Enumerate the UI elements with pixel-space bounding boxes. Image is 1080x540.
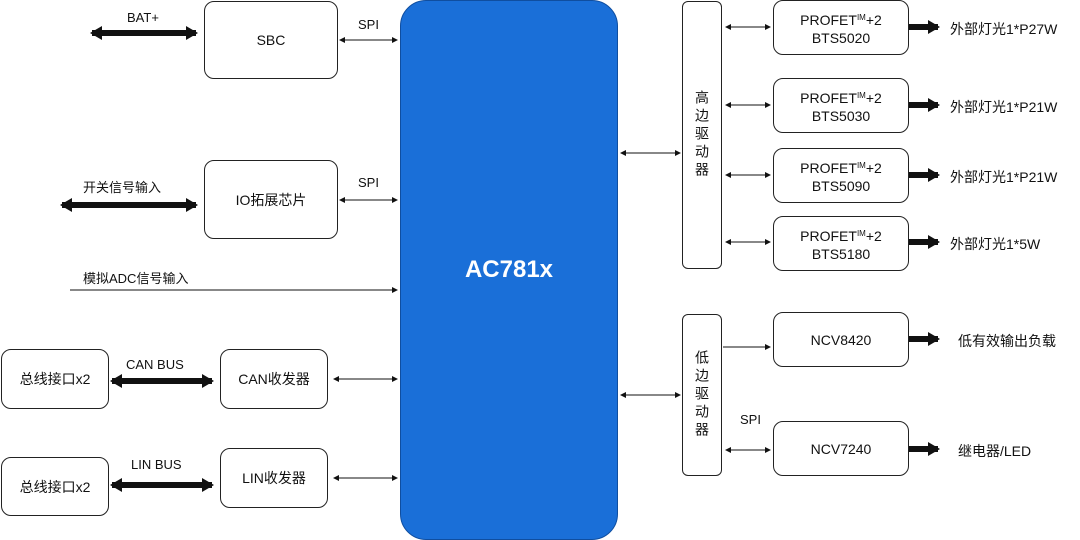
output-label-5: 低有效输出负载 — [958, 333, 1056, 349]
bat-label: BAT+ — [127, 10, 159, 25]
ncv7240-label: NCV7240 — [810, 440, 872, 457]
profet-title: PROFETIM+2 — [800, 11, 882, 28]
profet-box-4[interactable]: PROFETIM+2 BTS5180 — [773, 216, 909, 271]
output-label-2: 外部灯光1*P21W — [950, 99, 1058, 115]
output-label-3: 外部灯光1*P21W — [950, 169, 1058, 185]
lin-interface-label: 总线接口x2 — [19, 478, 91, 495]
profet-box-1[interactable]: PROFETIM+2 BTS5020 — [773, 0, 909, 55]
sbc-spi-label: SPI — [358, 17, 379, 32]
output-label-4: 外部灯光1*5W — [950, 236, 1041, 252]
profet-title: PROFETIM+2 — [800, 159, 882, 176]
adc-input-label: 模拟ADC信号输入 — [83, 271, 189, 286]
connection-wires — [60, 20, 940, 492]
can-interface-box[interactable]: 总线接口x2 — [1, 349, 109, 409]
ncv8420-label: NCV8420 — [810, 331, 872, 348]
profet-part: BTS5020 — [811, 29, 871, 46]
mcu-label: AC781x — [464, 256, 554, 283]
sbc-box[interactable]: SBC — [204, 1, 338, 79]
profet-title: PROFETIM+2 — [800, 89, 882, 106]
profet-title: PROFETIM+2 — [800, 227, 882, 244]
can-transceiver-label: CAN收发器 — [238, 371, 310, 387]
lin-bus-label: LIN BUS — [131, 457, 182, 472]
can-bus-label: CAN BUS — [126, 357, 184, 372]
low-side-spi-label: SPI — [740, 412, 761, 427]
low-side-driver-box[interactable]: 低边驱动器 — [682, 314, 722, 476]
io-spi-label: SPI — [358, 175, 379, 190]
can-transceiver-box[interactable]: CAN收发器 — [220, 349, 328, 409]
ncv7240-box[interactable]: NCV7240 — [773, 421, 909, 476]
lin-transceiver-box[interactable]: LIN收发器 — [220, 448, 328, 508]
output-label-1: 外部灯光1*P27W — [950, 21, 1058, 37]
io-expander-box[interactable]: IO拓展芯片 — [204, 160, 338, 239]
switch-input-label: 开关信号输入 — [83, 180, 162, 195]
sbc-label: SBC — [256, 32, 286, 48]
profet-part: BTS5030 — [811, 107, 871, 124]
lin-interface-box[interactable]: 总线接口x2 — [1, 457, 109, 516]
mcu-block[interactable]: AC781x — [400, 0, 618, 540]
lin-transceiver-label: LIN收发器 — [242, 470, 306, 486]
high-side-driver-label: 高边驱动器 — [694, 90, 710, 180]
high-side-driver-box[interactable]: 高边驱动器 — [682, 1, 722, 269]
profet-part: BTS5090 — [811, 177, 871, 194]
can-interface-label: 总线接口x2 — [19, 371, 91, 387]
profet-part: BTS5180 — [811, 245, 871, 262]
profet-box-2[interactable]: PROFETIM+2 BTS5030 — [773, 78, 909, 133]
io-expander-label: IO拓展芯片 — [235, 191, 307, 208]
ncv8420-box[interactable]: NCV8420 — [773, 312, 909, 367]
output-label-6: 继电器/LED — [958, 443, 1032, 459]
low-side-driver-label: 低边驱动器 — [694, 350, 710, 440]
profet-box-3[interactable]: PROFETIM+2 BTS5090 — [773, 148, 909, 203]
